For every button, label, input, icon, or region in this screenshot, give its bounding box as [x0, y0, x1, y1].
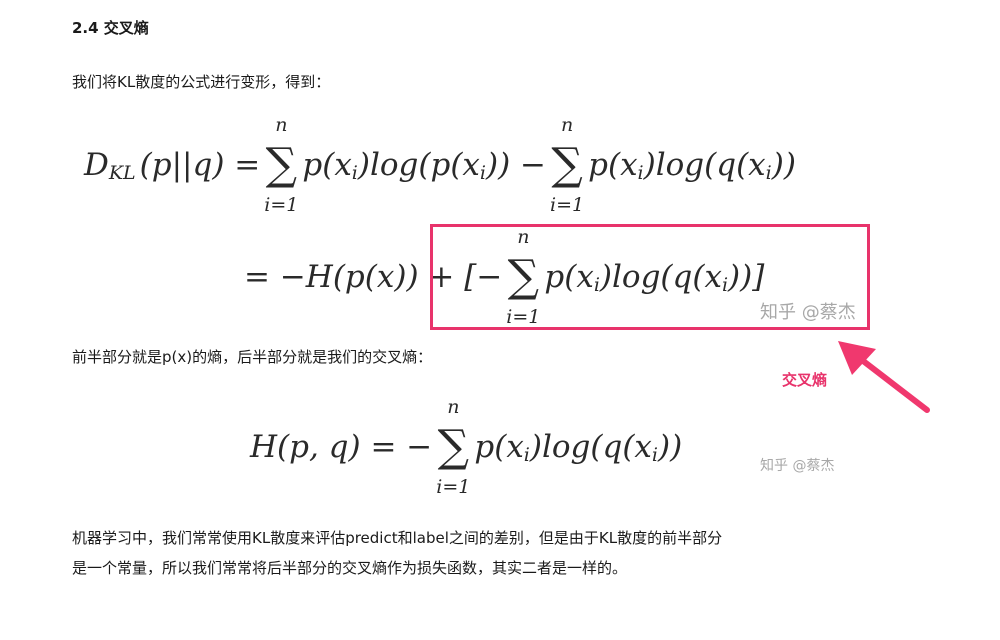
- sum-symbol: n∑i=1: [264, 114, 299, 216]
- paragraph-conclusion-line1: 机器学习中，我们常常使用KL散度来评估predict和label之间的差别，但是…: [72, 529, 723, 547]
- highlight-box: [430, 224, 870, 330]
- paragraph-intro: 我们将KL散度的公式进行变形，得到：: [72, 73, 331, 91]
- paragraph-conclusion-line2: 是一个常量，所以我们常常将后半部分的交叉熵作为损失函数，其实二者是一样的。: [72, 559, 628, 577]
- arrow-icon: [838, 341, 930, 413]
- sum-symbol: n∑i=1: [550, 114, 585, 216]
- sum-symbol: n∑i=1: [436, 396, 471, 498]
- sum-symbol: n∑i=1: [506, 226, 541, 328]
- section-heading: 2.4 交叉熵: [72, 19, 149, 37]
- paragraph-explanation: 前半部分就是p(x)的熵，后半部分就是我们的交叉熵：: [72, 348, 433, 366]
- watermark: 知乎 @蔡杰: [760, 458, 835, 474]
- annotation-label: 交叉熵: [782, 371, 828, 389]
- watermark: 知乎 @蔡杰: [760, 302, 856, 323]
